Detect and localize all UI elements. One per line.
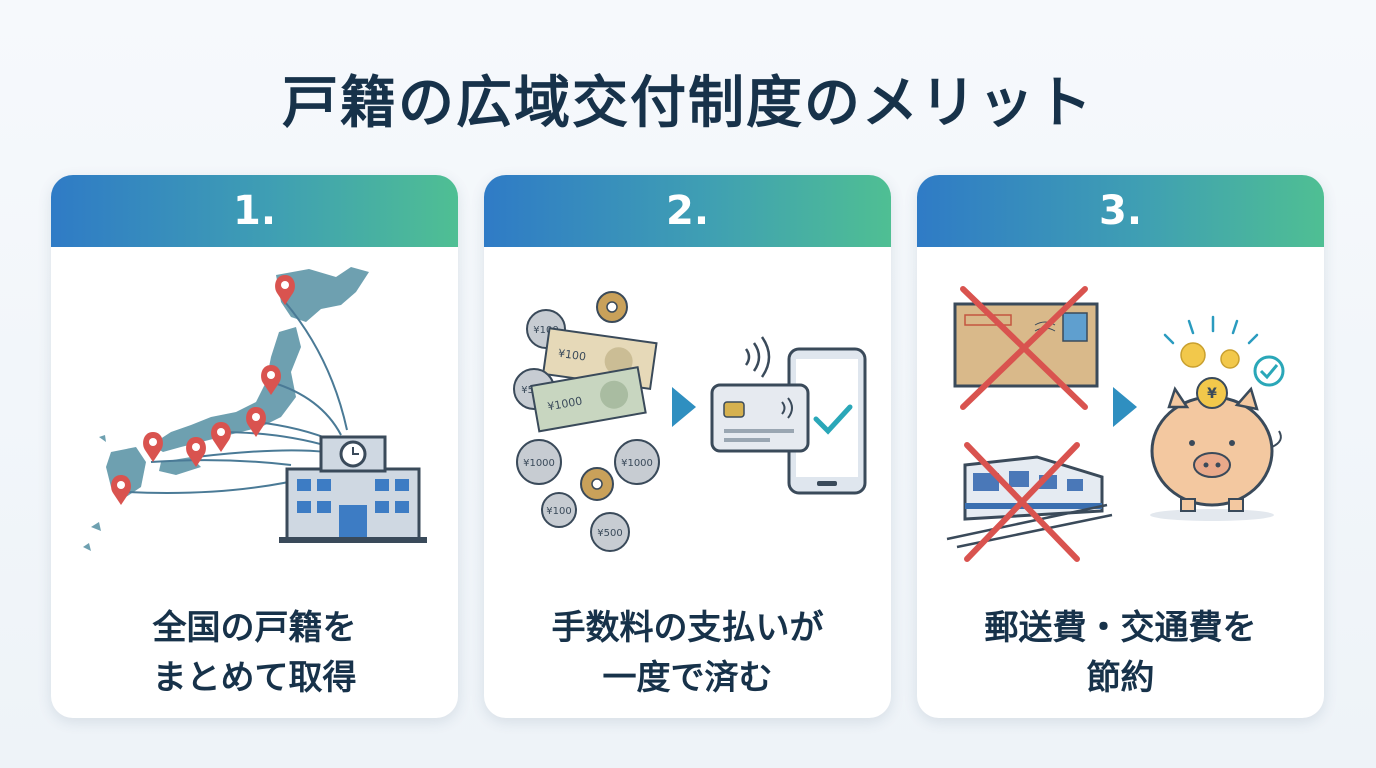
route-arrow — [125, 476, 312, 494]
page-title: 戸籍の広域交付制度のメリット — [282, 71, 1094, 136]
cross-icon — [960, 286, 1088, 410]
contactless-card-icon — [710, 383, 810, 453]
card-single-fee-payment: 2. ¥100 ¥100 ¥500 ¥1000 — [484, 175, 891, 718]
train-icon — [946, 455, 1113, 549]
saving-illustration: ¥ — [946, 286, 1285, 562]
city-hall-building-icon — [279, 435, 427, 543]
payment-illustration: ¥100 ¥100 ¥500 ¥1000 ¥1000 — [513, 291, 867, 552]
banknote: ¥1000 — [530, 366, 647, 433]
caption-line: まとめて取得 — [152, 658, 357, 698]
location-pin-icon — [143, 432, 163, 462]
yen-coin-icon: ¥ — [1196, 377, 1228, 409]
sparkle-lines — [1163, 315, 1259, 345]
card-number: 1. — [51, 175, 458, 247]
coin: ¥100 — [541, 492, 577, 528]
route-arrow — [284, 301, 348, 431]
card-nationwide-records: 1. — [51, 175, 458, 718]
route-arrow — [150, 459, 292, 466]
location-pin-icon — [111, 475, 131, 505]
svg-text:¥1000: ¥1000 — [523, 458, 555, 469]
location-pin-icon — [211, 422, 231, 452]
svg-text:¥100: ¥100 — [557, 347, 587, 364]
cross-icon — [964, 442, 1080, 562]
card-caption: 郵送費・交通費を 節約 — [917, 603, 1324, 703]
route-arrow — [270, 381, 342, 436]
clock-icon — [339, 440, 367, 468]
card-number: 3. — [917, 175, 1324, 247]
coin: ¥1000 — [516, 439, 562, 485]
svg-text:¥100: ¥100 — [546, 506, 571, 517]
coin: ¥1000 — [614, 439, 660, 485]
svg-text:¥100: ¥100 — [533, 325, 558, 336]
svg-text:¥1000: ¥1000 — [547, 394, 584, 413]
caption-line: 手数料の支払いが — [551, 608, 824, 648]
japan-map-illustration — [83, 267, 427, 551]
arrow-right-icon — [1113, 387, 1137, 427]
nfc-signal-icon — [744, 336, 771, 378]
card-caption: 全国の戸籍を まとめて取得 — [51, 603, 458, 703]
svg-text:¥: ¥ — [1207, 386, 1217, 402]
location-pin-icon — [261, 365, 281, 395]
location-pin-icon — [275, 275, 295, 305]
svg-text:¥1000: ¥1000 — [621, 458, 653, 469]
checkmark-icon — [813, 404, 853, 435]
caption-line: 郵送費・交通費を — [984, 608, 1257, 648]
location-pin-icon — [186, 437, 206, 467]
location-pin-icon — [246, 407, 266, 437]
arrow-right-icon — [672, 387, 696, 427]
caption-line: 一度で済む — [602, 658, 773, 698]
card-number: 2. — [484, 175, 891, 247]
smartphone-icon — [787, 347, 867, 495]
caption-line: 節約 — [1086, 658, 1155, 698]
checkmark-icon — [1253, 355, 1285, 387]
location-pins — [111, 275, 295, 505]
caption-line: 全国の戸籍を — [152, 608, 357, 648]
card-caption: 手数料の支払いが 一度で済む — [484, 603, 891, 703]
piggy-bank-icon — [1150, 386, 1282, 521]
route-arrow — [195, 449, 327, 458]
route-arrows — [125, 301, 348, 494]
card-cost-saving: 3. — [917, 175, 1324, 718]
svg-text:¥500: ¥500 — [597, 528, 622, 539]
coins-and-banknotes-icon: ¥100 ¥100 ¥500 ¥1000 ¥1000 — [513, 291, 660, 552]
coin: ¥500 — [590, 512, 630, 552]
